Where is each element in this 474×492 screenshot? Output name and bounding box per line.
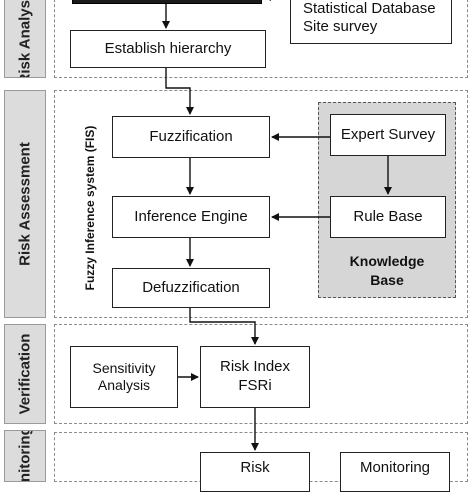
establish-hierarchy-box: Establish hierarchy <box>70 30 266 68</box>
sensitivity-analysis-box: Sensitivity Analysis <box>70 346 178 408</box>
sensitivity-analysis-text: Sensitivity Analysis <box>92 359 156 394</box>
inference-engine-text: Inference Engine <box>134 207 248 225</box>
inference-engine-box: Inference Engine <box>112 196 270 238</box>
data-sources-text: Statistical Database Site survey <box>303 0 436 36</box>
expert-survey-text: Expert Survey <box>340 125 436 143</box>
risk-bottom-text: Risk <box>240 459 270 476</box>
section-band-verification: Verification <box>4 324 46 424</box>
data-sources-box: Statistical Database Site survey <box>290 0 452 44</box>
monitoring-box-text: Monitoring <box>359 459 431 476</box>
section-label-risk-analysis: Risk Analysis <box>16 0 34 78</box>
knowledge-base-label: Knowledge Base <box>349 253 425 288</box>
section-label-monitoring: Monitoring <box>16 430 34 482</box>
section-band-monitoring: Monitoring <box>4 430 46 482</box>
establish-hierarchy-text: Establish hierarchy <box>104 39 232 57</box>
section-label-verification: Verification <box>16 333 34 415</box>
section-label-risk-assessment: Risk Assessment <box>16 142 34 266</box>
monitoring-box: Monitoring <box>340 452 450 492</box>
risk-index-box: Risk Index FSRi <box>200 346 310 408</box>
fuzzification-box: Fuzzification <box>112 116 270 158</box>
rule-base-box: Rule Base <box>330 196 446 238</box>
risk-bottom-box: Risk <box>200 452 310 492</box>
fuzzification-text: Fuzzification <box>149 127 233 145</box>
risk-index-text: Risk Index FSRi <box>219 358 291 394</box>
fis-label: Fuzzy Inference system (FIS) <box>83 125 97 291</box>
rule-base-text: Rule Base <box>353 207 423 225</box>
expert-survey-box: Expert Survey <box>330 114 446 156</box>
section-band-risk-assessment: Risk Assessment <box>4 90 46 318</box>
top-input-box <box>72 0 262 4</box>
defuzzification-text: Defuzzification <box>142 278 240 296</box>
section-band-risk-analysis: Risk Analysis <box>4 0 46 78</box>
defuzzification-box: Defuzzification <box>112 268 270 308</box>
